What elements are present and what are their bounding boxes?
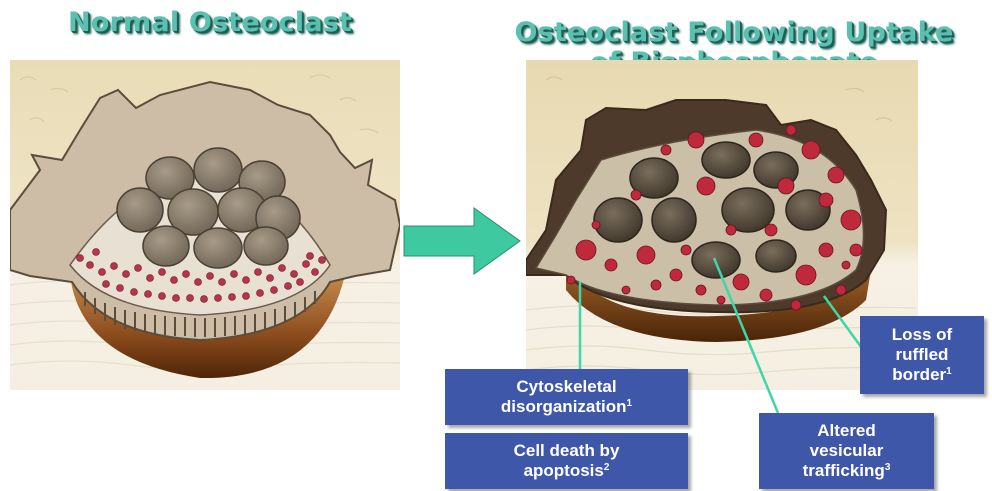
callout-loss-of-ruffled-border: Loss of ruffled border1 [860, 316, 984, 394]
callout-line: ruffled [860, 345, 984, 365]
callout-line: Cell death by [445, 441, 688, 461]
callout-line: border1 [860, 365, 984, 385]
reference-marker: 3 [885, 462, 891, 473]
callout-line: disorganization1 [445, 397, 688, 417]
callout-line: Cytoskeletal [445, 377, 688, 397]
callout-line: apoptosis2 [445, 461, 688, 481]
reference-marker: 2 [604, 462, 610, 473]
reference-marker: 1 [627, 398, 633, 409]
leader-vesicular [714, 258, 778, 413]
reference-marker: 1 [946, 366, 952, 377]
callout-line: Loss of [860, 325, 984, 345]
callout-line: trafficking3 [759, 461, 934, 481]
callout-cell-death: Cell death by apoptosis2 [445, 433, 688, 489]
callout-line: vesicular [759, 441, 934, 461]
callout-cytoskeletal-disorganization: Cytoskeletal disorganization1 [445, 369, 688, 425]
callout-line: Altered [759, 421, 934, 441]
callout-altered-vesicular-trafficking: Altered vesicular trafficking3 [759, 413, 934, 489]
